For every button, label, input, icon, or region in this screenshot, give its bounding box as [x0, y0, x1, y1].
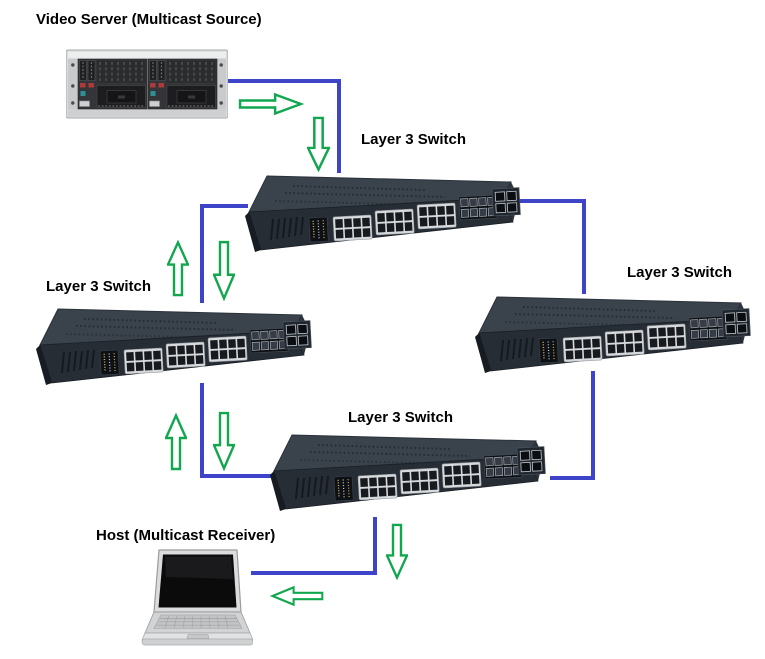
link-switchtop-to-switchright-h: [518, 199, 586, 203]
switch-left-label: Layer 3 Switch: [46, 278, 152, 295]
link-switchbottom-to-host-v: [373, 517, 377, 575]
flow-arrow-up-icon: [165, 413, 187, 471]
link-server-to-switchtop-v: [337, 79, 341, 173]
video-server-label: Video Server (Multicast Source): [36, 11, 262, 28]
flow-arrow-up-icon: [167, 240, 189, 297]
host-label: Host (Multicast Receiver): [96, 527, 276, 544]
flow-arrow-down-icon: [213, 411, 235, 471]
switch-top-image: [245, 170, 521, 258]
link-switchtop-to-switchleft-v: [200, 204, 204, 303]
link-switchleft-to-switchbottom-v: [200, 383, 204, 478]
flow-arrow-down-icon: [213, 240, 235, 301]
switch-right-image: [475, 291, 751, 379]
flow-arrow-left-icon: [270, 585, 324, 607]
link-switchbottom-to-host-h: [251, 571, 377, 575]
link-switchtop-to-switchright-v: [582, 199, 586, 294]
switch-bottom-label: Layer 3 Switch: [348, 409, 454, 426]
video-server-image: [66, 47, 228, 121]
host-laptop-image: [141, 549, 253, 649]
link-switchtop-to-switchleft-h: [200, 204, 248, 208]
switch-bottom-image: [270, 429, 546, 517]
flow-arrow-right-icon: [238, 92, 304, 116]
link-switchright-to-switchbottom-h: [550, 476, 595, 480]
link-switchleft-to-switchbottom-h: [200, 474, 273, 478]
flow-arrow-down-icon: [386, 523, 408, 580]
link-switchright-to-switchbottom-v: [591, 371, 595, 480]
switch-top-label: Layer 3 Switch: [361, 131, 467, 148]
flow-arrow-down-icon: [307, 116, 330, 172]
switch-right-label: Layer 3 Switch: [627, 264, 733, 281]
switch-left-image: [36, 303, 312, 391]
link-server-to-switchtop-h: [224, 79, 341, 83]
